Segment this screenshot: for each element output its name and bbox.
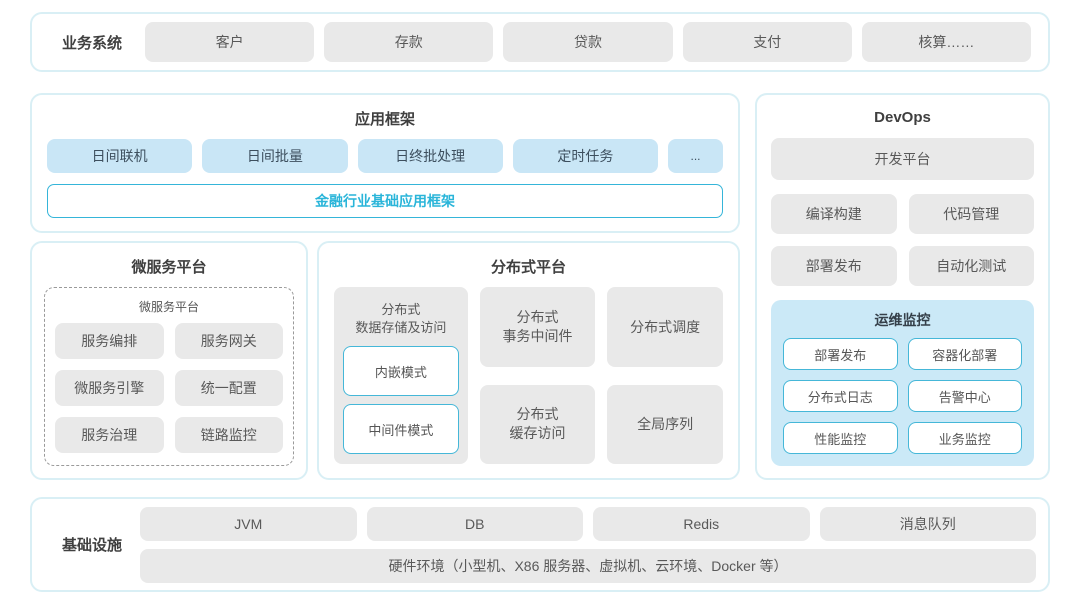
distributed-title: 分布式平台 xyxy=(490,259,566,276)
app-framework-title: 应用框架 xyxy=(354,111,415,128)
microservice-panel: 微服务平台 微服务平台 服务编排 服务网关 微服务引擎 统一配置 服务治理 链路… xyxy=(30,241,308,480)
infrastructure-content: JVM DB Redis 消息队列 硬件环境（小型机、X86 服务器、虚拟机、云… xyxy=(140,506,1036,583)
distributed-middle-column: 分布式 事务中间件 分布式 缓存访问 xyxy=(479,287,596,464)
ops-performance-monitoring: 性能监控 xyxy=(783,422,898,454)
distributed-transaction-middleware: 分布式 事务中间件 xyxy=(479,287,596,367)
module-daytime-batch: 日间批量 xyxy=(202,139,348,173)
ops-distributed-logging: 分布式日志 xyxy=(783,380,898,412)
devops-tools-grid: 编译构建 代码管理 部署发布 自动化测试 xyxy=(771,194,1034,286)
tool-compile-build: 编译构建 xyxy=(771,194,897,234)
base-framework-bar: 金融行业基础应用框架 xyxy=(47,184,723,218)
infra-redis: Redis xyxy=(593,506,810,541)
business-system-customer: 客户 xyxy=(145,22,315,62)
dev-platform-box: 开发平台 xyxy=(771,138,1034,180)
microservice-dashed-box: 微服务平台 服务编排 服务网关 微服务引擎 统一配置 服务治理 链路监控 xyxy=(44,287,294,466)
infra-db: DB xyxy=(366,506,583,541)
microservice-inner-label: 微服务平台 xyxy=(138,300,199,314)
module-eod-batch: 日终批处理 xyxy=(357,139,503,173)
ms-service-gateway: 服务网关 xyxy=(174,323,283,359)
distributed-right-column: 分布式调度 全局序列 xyxy=(607,287,724,464)
ops-business-monitoring: 业务监控 xyxy=(907,422,1022,454)
ops-monitor-title: 运维监控 xyxy=(874,312,931,328)
business-system-payment: 支付 xyxy=(682,22,852,62)
infrastructure-bar: 基础设施 JVM DB Redis 消息队列 硬件环境（小型机、X86 服务器、… xyxy=(30,497,1050,592)
business-system-loan: 贷款 xyxy=(503,22,673,62)
infra-message-queue: 消息队列 xyxy=(819,506,1036,541)
business-system-accounting: 核算…… xyxy=(861,22,1032,62)
storage-middleware-mode: 中间件模式 xyxy=(343,404,459,454)
ms-microservice-engine: 微服务引擎 xyxy=(55,370,164,406)
middle-left-column: 应用框架 日间联机 日间批量 日终批处理 定时任务 ... 金融行业基础应用框架… xyxy=(30,93,740,480)
middle-zone: 应用框架 日间联机 日间批量 日终批处理 定时任务 ... 金融行业基础应用框架… xyxy=(30,93,1050,480)
business-systems-bar: 业务系统 客户 存款 贷款 支付 核算…… xyxy=(30,12,1050,72)
business-systems-label: 业务系统 xyxy=(61,34,122,52)
global-sequence: 全局序列 xyxy=(607,384,724,464)
distributed-cache-access: 分布式 缓存访问 xyxy=(479,384,596,464)
ops-deploy-release: 部署发布 xyxy=(783,338,898,370)
ops-containerized-deploy: 容器化部署 xyxy=(907,338,1022,370)
distributed-panel: 分布式平台 分布式 数据存储及访问 内嵌模式 中间件模式 分布式 事务中间件 分… xyxy=(317,241,740,480)
module-more: ... xyxy=(668,139,723,173)
ops-monitor-grid: 部署发布 容器化部署 分布式日志 告警中心 性能监控 业务监控 xyxy=(783,338,1022,454)
distributed-scheduling: 分布式调度 xyxy=(607,287,724,367)
infrastructure-label: 基础设施 xyxy=(61,537,122,554)
module-daytime-online: 日间联机 xyxy=(47,139,193,173)
ms-service-orchestration: 服务编排 xyxy=(55,323,164,359)
infrastructure-row: JVM DB Redis 消息队列 xyxy=(140,506,1036,541)
ms-trace-monitoring: 链路监控 xyxy=(174,417,283,453)
business-system-deposit: 存款 xyxy=(324,22,494,62)
storage-embedded-mode: 内嵌模式 xyxy=(343,346,459,397)
infra-jvm: JVM xyxy=(140,506,357,541)
distributed-storage-box: 分布式 数据存储及访问 内嵌模式 中间件模式 xyxy=(334,287,468,464)
microservice-grid: 服务编排 服务网关 微服务引擎 统一配置 服务治理 链路监控 xyxy=(55,323,283,453)
microservice-title: 微服务平台 xyxy=(131,259,207,276)
tool-deploy-release: 部署发布 xyxy=(771,246,897,286)
devops-panel: DevOps 开发平台 编译构建 代码管理 部署发布 自动化测试 运维监控 部署… xyxy=(755,93,1050,480)
distributed-body: 分布式 数据存储及访问 内嵌模式 中间件模式 分布式 事务中间件 分布式 缓存访… xyxy=(319,287,738,478)
distributed-storage-label: 分布式 数据存储及访问 xyxy=(355,302,447,335)
devops-title: DevOps xyxy=(874,109,931,126)
ms-unified-config: 统一配置 xyxy=(174,370,283,406)
tool-code-management: 代码管理 xyxy=(908,194,1034,234)
module-scheduled-task: 定时任务 xyxy=(512,139,658,173)
tool-automated-testing: 自动化测试 xyxy=(908,246,1034,286)
ops-alert-center: 告警中心 xyxy=(907,380,1022,412)
app-framework-panel: 应用框架 日间联机 日间批量 日终批处理 定时任务 ... 金融行业基础应用框架 xyxy=(30,93,740,233)
platform-row: 微服务平台 微服务平台 服务编排 服务网关 微服务引擎 统一配置 服务治理 链路… xyxy=(30,241,740,480)
ms-service-governance: 服务治理 xyxy=(55,417,164,453)
hardware-environment-bar: 硬件环境（小型机、X86 服务器、虚拟机、云环境、Docker 等） xyxy=(140,548,1036,583)
app-framework-modules: 日间联机 日间批量 日终批处理 定时任务 ... xyxy=(32,139,738,173)
ops-monitor-panel: 运维监控 部署发布 容器化部署 分布式日志 告警中心 性能监控 业务监控 xyxy=(771,300,1034,466)
